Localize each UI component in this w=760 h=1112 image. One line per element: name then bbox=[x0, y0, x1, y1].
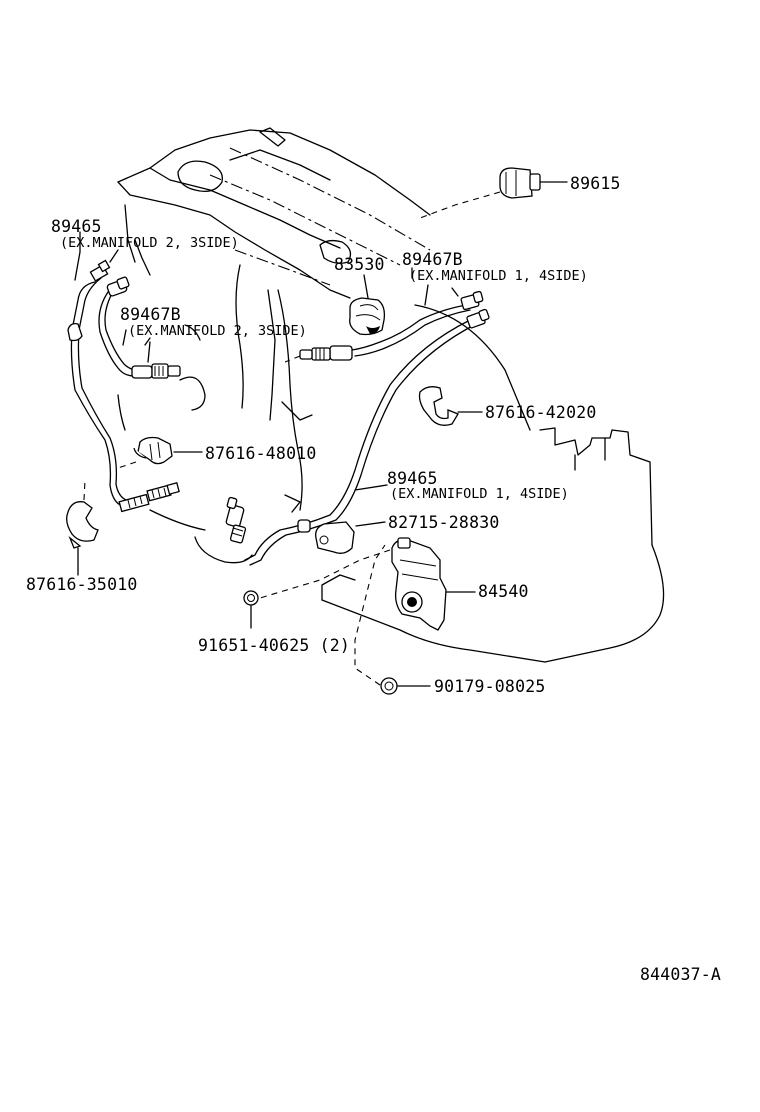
clamp-87616-35010 bbox=[66, 479, 99, 576]
switch-84540 bbox=[259, 537, 476, 631]
label-87616-42020: 87616-42020 bbox=[485, 403, 596, 422]
oxygen-sensor-89467b-left bbox=[98, 276, 181, 379]
clamp-87616-42020 bbox=[418, 386, 483, 426]
engine-outline bbox=[117, 127, 665, 663]
note-89465-left: (EX.MANIFOLD 2, 3SIDE) bbox=[60, 235, 239, 251]
oxygen-sensor-89467b-right bbox=[284, 290, 484, 363]
oxygen-sensor-89465-left bbox=[67, 259, 180, 513]
label-89465-left: 89465 bbox=[51, 217, 102, 236]
label-89467b-left: 89467B bbox=[120, 305, 181, 324]
label-83530: 83530 bbox=[334, 255, 385, 274]
clamp-87616-48010 bbox=[117, 436, 203, 469]
label-90179-08025: 90179-08025 bbox=[434, 677, 545, 696]
drawing-id: 844037-A bbox=[640, 965, 721, 984]
label-84540: 84540 bbox=[478, 582, 529, 601]
leader-lines bbox=[74, 231, 459, 491]
nut-90179-08025 bbox=[354, 544, 431, 695]
part-labels: 89615 89465 (EX.MANIFOLD 2, 3SIDE) 83530… bbox=[26, 174, 721, 984]
note-89467b-left: (EX.MANIFOLD 2, 3SIDE) bbox=[128, 323, 307, 339]
bolt-91651-40625 bbox=[243, 590, 259, 629]
label-82715-28830: 82715-28830 bbox=[388, 513, 499, 532]
oxygen-sensor-89465-right bbox=[225, 308, 490, 566]
label-89465-right: 89465 bbox=[387, 469, 438, 488]
part-89615-sensor bbox=[419, 167, 568, 219]
part-83530-switch bbox=[349, 274, 386, 336]
label-89615: 89615 bbox=[570, 174, 621, 193]
label-87616-48010: 87616-48010 bbox=[205, 444, 316, 463]
note-89465-right: (EX.MANIFOLD 1, 4SIDE) bbox=[390, 486, 569, 502]
label-89467b-right: 89467B bbox=[402, 250, 463, 269]
bracket-82715-28830 bbox=[315, 521, 386, 554]
note-89467b-right: (EX.MANIFOLD 1, 4SIDE) bbox=[409, 268, 588, 284]
label-87616-35010: 87616-35010 bbox=[26, 575, 137, 594]
label-91651-40625: 91651-40625 (2) bbox=[198, 636, 350, 655]
